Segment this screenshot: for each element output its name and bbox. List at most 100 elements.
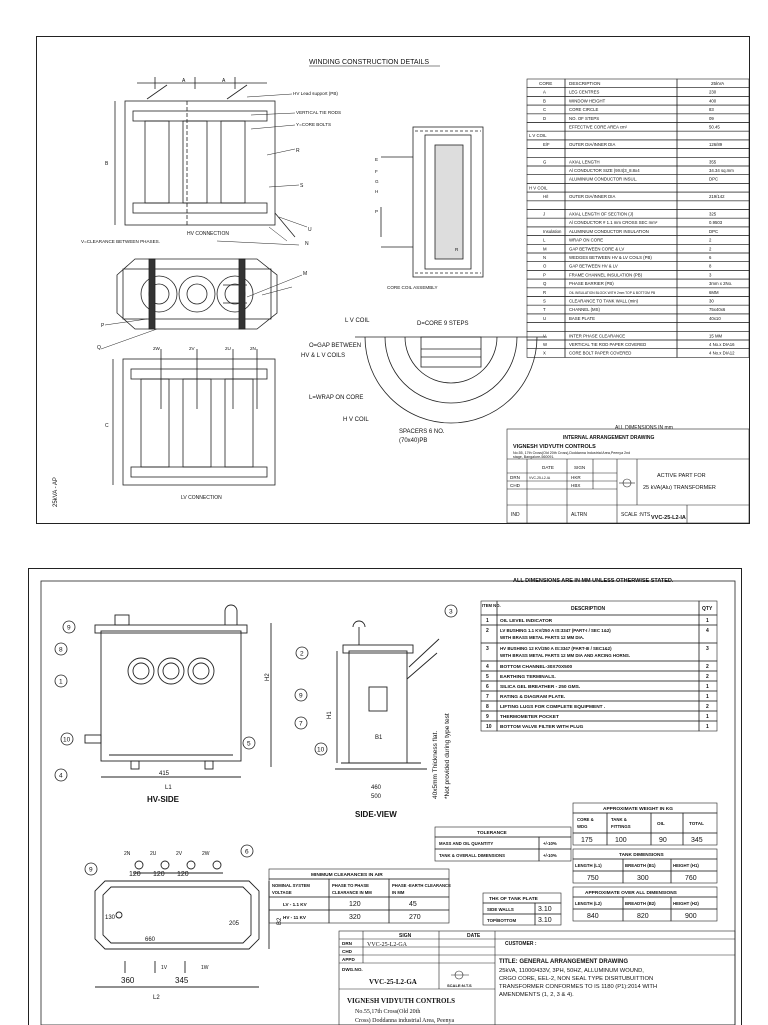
dim-b2: B2 [277, 917, 283, 925]
spec-row-desc: FRAME CHANNEL INSULATION (PB) [569, 272, 643, 277]
ia-altrn: ALTRN [571, 512, 587, 518]
items-row-qty: 1 [706, 684, 709, 690]
letter-u: U [308, 227, 312, 233]
ia-drn: DRN [510, 475, 520, 480]
bottom-1v: 1V [161, 965, 168, 971]
spec-row-value: 3 [709, 272, 712, 277]
spec-row-desc: EFFECTIVE CORE AREA cm² [569, 125, 628, 130]
spec-row-code: S [543, 299, 546, 304]
spec-row-code: L V COIL [529, 133, 547, 138]
thickness-note: 40x5mm Thickness flat. [432, 731, 439, 799]
ia-address-2: stage, Bangalore-560091. [513, 455, 554, 459]
lv-2u: 2U [225, 346, 231, 351]
items-row-desc: OIL LEVEL INDICATOR [500, 618, 553, 624]
dim-130: 130 [105, 915, 116, 921]
spec-row-code: T [543, 307, 546, 312]
items-head-desc: DESCRIPTION [571, 606, 606, 612]
weight-head: CORE & [577, 817, 594, 822]
overall-dims-value: 900 [685, 913, 697, 920]
spec-row-desc: OIL INSULATION BLOCK WITH 2mm TOP & BOTT… [569, 291, 656, 295]
dim-l1: L1 [165, 785, 172, 791]
thk-label: SIDE WALLS [487, 907, 514, 912]
ia-dwg-no: VVC-25-L2-IA [651, 515, 686, 521]
tank-dims-head: HEIGHT (H1) [673, 863, 699, 868]
items-row-no: 9 [486, 714, 489, 720]
tank-dims-head: LENGTH (L1) [575, 863, 602, 868]
spec-row-code: L [543, 238, 546, 243]
hv-connection-label: HV CONNECTION [187, 231, 229, 237]
callout-circle [54, 768, 68, 782]
items-row-no: 7 [486, 694, 489, 700]
ia-address-1: No.55, 17th Cross(Old 20th Cross),Doddan… [513, 451, 630, 455]
ia-active-2: 25 kVA(Alu) TRANSFORMER [643, 485, 716, 491]
ga-address-1: No.55,17th Cross(Old 20th [355, 1008, 420, 1015]
note-tie-rods: VERTICAL TIE RODS [296, 110, 341, 115]
top-view [94, 860, 270, 988]
ga-company: VIGNESH VIDYUTH CONTROLS [347, 997, 455, 1005]
dim-660: 660 [145, 937, 156, 943]
ia-ind: IND [511, 512, 520, 518]
items-row-desc: LV BUSHING 1.1 KV/250 A IS:3347 (PART-I … [500, 628, 611, 633]
l-wrap-label: L=WRAP ON CORE [309, 395, 363, 401]
thk-title: THK OF TANK PLATE [489, 896, 539, 902]
ga-col-date: DATE [467, 933, 481, 939]
spec-head-desc: DESCRIPTION [569, 81, 600, 86]
items-row-qty: 3 [706, 646, 709, 652]
top-2w: 2W [202, 851, 210, 857]
weight-head: TOTAL [689, 821, 704, 826]
tolerance-label: MASS AND OIL QUANTITY [439, 841, 493, 846]
spec-row-value: 355 [709, 159, 717, 164]
ia-heading: INTERNAL ARRANGEMENT DRAWING [563, 435, 654, 441]
general-arrangement-sheet: ALL DIMENSIONS ARE IN MM UNLESS OTHERWIS… [28, 568, 742, 1025]
weight-head: OIL [657, 821, 665, 826]
spec-row-desc: NO. OF STEPS [569, 116, 599, 121]
spec-row-desc: CORE BOLT PAPER COVERED [569, 351, 631, 356]
ia-col-date: DATE [542, 465, 554, 470]
items-row-desc: EARTHING TERMINALS. [500, 674, 556, 680]
callout-circle [84, 862, 98, 876]
spec-row-value: DPC [709, 229, 718, 234]
ga-drawing-canvas: ALL DIMENSIONS ARE IN MM UNLESS OTHERWIS… [40, 578, 736, 1025]
spec-row-desc: CORE CIRCLE [569, 107, 599, 112]
spec-row-value: DPC [709, 177, 718, 182]
overall-dims-title: APPROXIMATE OVER ALL DIMENSIONS [585, 890, 678, 896]
items-row-desc-2: WITH BRASS METAL PARTS 12 MM DIA. [500, 635, 584, 640]
items-row-desc: BOTTOM VALVE FILTER WITH PLUG [500, 724, 584, 730]
callout-circle [294, 688, 308, 702]
ia-company: VIGNESH VIDYUTH CONTROLS [513, 444, 596, 450]
ga-drn-val: VVC-25-L2-GA [367, 942, 408, 948]
side-view-label: SIDE-VIEW [355, 810, 397, 819]
letter-g: G [375, 179, 379, 184]
dim-120-b: 120 [153, 871, 165, 878]
side-view [335, 620, 440, 770]
items-row-qty: 1 [706, 714, 709, 720]
letter-e: E [375, 157, 378, 162]
clearance-title: MINIMUM CLEARANCES IN AIR [311, 872, 383, 878]
items-row-no: 8 [486, 704, 489, 710]
letter-p-assembly: P [375, 209, 378, 214]
items-row-no: 4 [486, 664, 489, 670]
dim-345: 345 [175, 976, 189, 985]
items-row-no: 2 [486, 628, 489, 634]
spec-row-desc: CLEARANCE TO TANK WALL (min) [569, 299, 639, 304]
spec-row-value: 6MM [709, 290, 719, 295]
items-row-desc: THERMOMETER POCKET [500, 714, 559, 720]
spec-row-code: X [543, 351, 546, 356]
dim-500: 500 [371, 794, 382, 800]
dims-note: ALL DIMENSIONS IN mm [615, 425, 673, 431]
spec-row-desc: CHANNEL (MS) [569, 307, 600, 312]
hv-connection-view [114, 77, 296, 238]
tolerance-value: +/-10% [543, 841, 557, 846]
spacers-label-2: (70x40)PB [399, 438, 427, 444]
lv-coil-label: L V COIL [345, 318, 370, 324]
callout-number: 9 [67, 625, 71, 632]
callout-circle [242, 736, 256, 750]
clearance-head: NOMINAL SYSTEM [272, 883, 310, 888]
dim-b: B [105, 161, 109, 167]
spec-head-kva: 25kVA [711, 81, 725, 86]
spec-row-value: 50.45 [709, 125, 720, 130]
winding-construction-sheet: WINDING CONSTRUCTION DETAILS A A B HV CO… [36, 36, 750, 524]
ga-col-sign: SIGN [399, 933, 412, 939]
clearance-cell: 120 [349, 901, 361, 908]
spec-row-code: H V COIL [529, 185, 548, 190]
